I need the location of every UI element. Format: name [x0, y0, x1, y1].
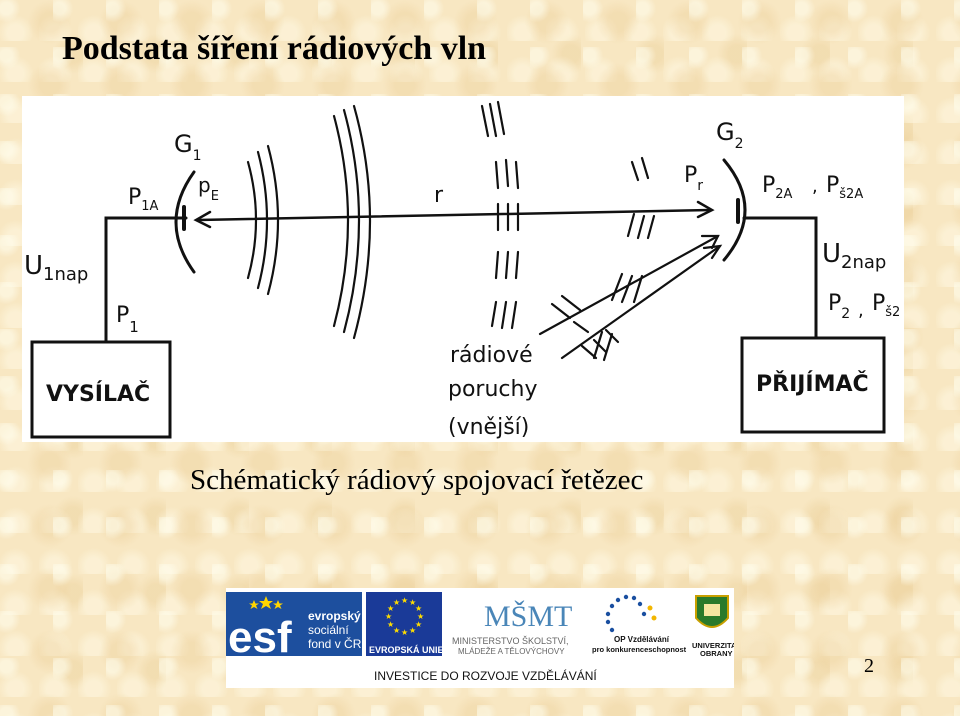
distance-label: r [434, 183, 444, 208]
esf-line3: fond v ČR [308, 636, 362, 651]
slide-title: Podstata šíření rádiových vln [62, 30, 487, 67]
svg-text:P2A: P2A [762, 173, 793, 202]
transmitter-box [30, 340, 172, 439]
u2-subscript: 2nap [841, 252, 886, 273]
svg-text:★: ★ [417, 612, 424, 621]
svg-text:pE: pE [198, 173, 219, 204]
svg-text:Pš2: Pš2 [872, 291, 900, 320]
interference-arrows [538, 234, 723, 360]
svg-text:★: ★ [415, 620, 422, 629]
pe-subscript: E [211, 189, 219, 204]
p2-label: P [828, 291, 841, 316]
svg-text:U2nap: U2nap [822, 239, 886, 273]
esf-logo: esf evropský sociální fond v ČR [226, 592, 362, 662]
svg-text:★: ★ [385, 612, 392, 621]
svg-text:★: ★ [415, 604, 422, 613]
svg-text:★: ★ [387, 620, 394, 629]
msmt-wordmark: MŠMT [484, 600, 572, 633]
svg-text:★: ★ [409, 598, 416, 607]
antenna-g1-dish [174, 170, 196, 274]
ps2a-subscript: š2A [839, 187, 863, 202]
eu-label: EVROPSKÁ UNIE [369, 645, 444, 655]
interference-label-line2: poruchy [448, 377, 537, 402]
esf-line1: evropský [308, 609, 361, 623]
transmitter-label: VYSÍLAČ [46, 381, 150, 407]
ps2-label: P [872, 291, 885, 316]
svg-text:,: , [858, 300, 864, 321]
receiver-feed-line [742, 216, 818, 340]
svg-text:Pr: Pr [684, 163, 703, 194]
msmt-line2: MLÁDEŽE A TĚLOVÝCHOVY [458, 647, 565, 656]
ps2-subscript: š2 [885, 305, 900, 320]
propagation-line [196, 208, 712, 222]
wavefronts [246, 100, 656, 362]
msmt-logo: MŠMT MINISTERSTVO ŠKOLSTVÍ, MLÁDEŽE A TĚ… [452, 600, 572, 656]
ps2a-label: P [826, 173, 839, 198]
p1-subscript: 1 [129, 318, 139, 336]
p1a-label: P [128, 185, 141, 210]
esf-wordmark: esf [228, 613, 292, 662]
radio-chain-diagram: VYSÍLAČ PŘIJÍMAČ G1 P1A pE U1nap P1 r Pr… [22, 96, 904, 442]
pe-label: p [198, 173, 211, 197]
interference-label-line3: (vnější) [448, 415, 529, 440]
funding-logo-bar: esf evropský sociální fond v ČR ★★★ ★★★ … [226, 588, 734, 688]
g2-subscript: 2 [735, 136, 744, 152]
unob-logo: UNIVERZITA OBRANY [692, 595, 734, 658]
svg-text:G1: G1 [174, 130, 202, 164]
op-line2: pro konkurenceschopnost [592, 645, 687, 654]
receiver-label: PŘIJÍMAČ [756, 371, 869, 397]
eu-logo: ★★★ ★★★ ★★★ ★★★ EVROPSKÁ UNIE [366, 592, 444, 656]
svg-text:★: ★ [387, 604, 394, 613]
esf-line2: sociální [308, 623, 349, 637]
page-number: 2 [864, 655, 874, 677]
op-line1: OP Vzdělávání [614, 635, 670, 644]
arrow-right [696, 200, 715, 219]
u1-label: U [24, 251, 43, 281]
pr-label: P [684, 163, 697, 188]
svg-text:★: ★ [401, 596, 408, 605]
p2a-label: P [762, 173, 775, 198]
svg-text:P1A: P1A [128, 185, 159, 214]
interference-label-line1: rádiové [450, 343, 533, 368]
u1-subscript: 1nap [43, 264, 88, 285]
g1-label: G [174, 130, 193, 158]
pr-subscript: r [697, 178, 703, 194]
svg-text:★: ★ [393, 626, 400, 635]
g1-subscript: 1 [193, 148, 202, 164]
svg-text:U1nap: U1nap [24, 251, 88, 285]
p1-label: P [116, 303, 129, 328]
investment-slogan: INVESTICE DO ROZVOJE VZDĚLÁVÁNÍ [374, 668, 597, 683]
antenna-g2-dish [722, 158, 747, 262]
svg-text:★: ★ [401, 628, 408, 637]
p2-subscript: 2 [841, 306, 850, 322]
svg-text:★: ★ [409, 626, 416, 635]
p2a-subscript: 2A [775, 187, 792, 202]
unob-line1: UNIVERZITA [692, 641, 734, 650]
diagram-caption: Schématický rádiový spojovací řetězec [190, 464, 644, 496]
p1a-subscript: 1A [141, 199, 158, 214]
op-logo: OP Vzdělávání pro konkurenceschopnost [592, 594, 687, 654]
receiver-box [740, 336, 886, 434]
g2-label: G [716, 118, 735, 146]
msmt-line1: MINISTERSTVO ŠKOLSTVÍ, [452, 636, 569, 646]
svg-text:,: , [812, 176, 818, 197]
transmitter-feed-line [104, 216, 188, 344]
svg-text:P1: P1 [116, 303, 139, 336]
arrow-left [193, 210, 212, 229]
svg-text:P2: P2 [828, 291, 850, 322]
svg-text:★: ★ [393, 598, 400, 607]
svg-text:Pš2A: Pš2A [826, 173, 863, 202]
svg-text:G2: G2 [716, 118, 744, 152]
unob-line2: OBRANY [700, 649, 733, 658]
u2-label: U [822, 239, 841, 269]
